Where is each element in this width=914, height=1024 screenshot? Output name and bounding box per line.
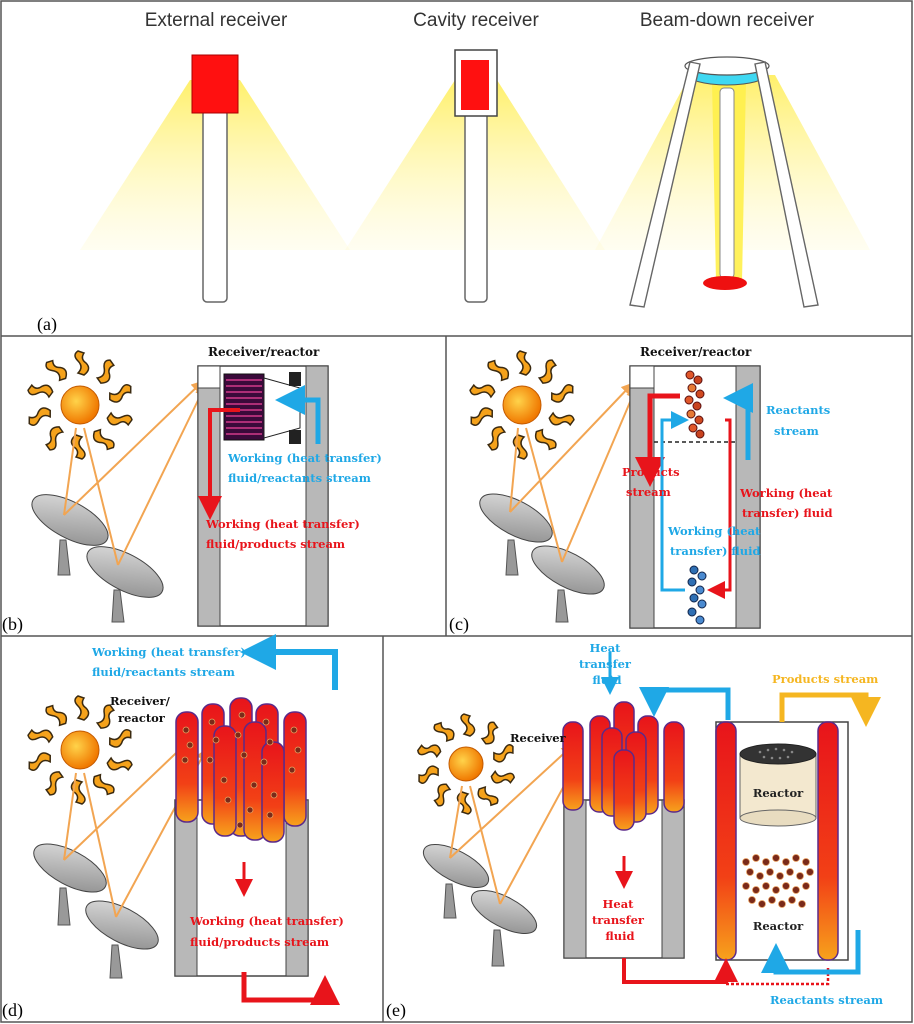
products-out-arrow bbox=[241, 972, 340, 1005]
products-arrow bbox=[635, 393, 680, 487]
external-receiver-illustration bbox=[80, 54, 350, 303]
cavity-receiver-illustration bbox=[345, 49, 605, 303]
reactor-bottom-label: Reactor bbox=[753, 919, 804, 933]
fluid-blue-arrow bbox=[660, 411, 689, 592]
sun-icon bbox=[469, 350, 575, 460]
heliostat-icon bbox=[31, 494, 109, 576]
title-beam-down-receiver: Beam-down receiver bbox=[640, 10, 815, 31]
reactants-arrow bbox=[723, 383, 753, 460]
heliostat-icon bbox=[33, 843, 107, 926]
heliostat-icon bbox=[86, 546, 164, 623]
title-cavity-receiver: Cavity receiver bbox=[413, 10, 539, 31]
sun-icon bbox=[417, 713, 515, 815]
sun-rays bbox=[509, 382, 638, 563]
panel-a-label: (a) bbox=[37, 314, 57, 335]
reactants-stream-label: Reactants stream bbox=[766, 403, 834, 438]
panel-e: Heat transfer fluid Receiver Products st… bbox=[386, 641, 883, 1021]
catalyst-particles bbox=[181, 711, 302, 829]
fluid-red-arrow bbox=[707, 418, 732, 599]
panel-d-receiver-label: Receiver/ reactor bbox=[110, 694, 174, 725]
heliostat-icon bbox=[470, 890, 538, 967]
panel-b-blue-text: Working (heat transfer) fluid/reactants … bbox=[227, 451, 386, 485]
panel-c-title: Receiver/reactor bbox=[640, 345, 752, 359]
heliostat-icon bbox=[479, 493, 553, 576]
htf-loop-arrow bbox=[639, 687, 731, 720]
htf-return-arrow bbox=[622, 958, 738, 984]
panel-c-label: (c) bbox=[449, 614, 469, 635]
beam-down-receiver-illustration bbox=[595, 56, 870, 308]
reactants-arrow bbox=[240, 634, 338, 690]
receiver-tubes bbox=[562, 701, 685, 831]
sun-rays bbox=[63, 380, 207, 566]
sun-icon bbox=[27, 695, 133, 805]
panel-a: External receiver Cavity receiver Beam-d… bbox=[37, 10, 870, 335]
panel-b-red-text: Working (heat transfer) fluid/products s… bbox=[205, 517, 364, 551]
receiver-label: Receiver bbox=[510, 731, 567, 745]
panel-c: Receiver/reactor bbox=[449, 345, 836, 635]
products-stream-arrow bbox=[779, 692, 881, 727]
panel-d: Working (heat transfer) fluid/reactants … bbox=[2, 634, 348, 1021]
blue-fluid-label: Working (heat transfer) fluid bbox=[667, 524, 764, 558]
reactor-top-label: Reactor bbox=[753, 786, 804, 800]
red-fluid-label: Working (heat transfer) fluid bbox=[739, 486, 836, 520]
sun-icon bbox=[27, 350, 133, 460]
panel-d-bottom-text: Working (heat transfer) fluid/products s… bbox=[189, 914, 348, 949]
heliostat-icon bbox=[422, 844, 490, 919]
panel-b: Receiver/reactor bbox=[2, 345, 386, 635]
panel-d-label: (d) bbox=[2, 1000, 23, 1021]
htf-top-label: Heat transfer fluid bbox=[579, 641, 635, 687]
htf-bottom-label: Heat transfer fluid bbox=[592, 897, 648, 943]
panel-e-label: (e) bbox=[386, 1000, 406, 1021]
receiver-reactor-tower bbox=[197, 365, 329, 627]
heliostat-icon bbox=[531, 545, 605, 623]
panel-d-top-text: Working (heat transfer) fluid/reactants … bbox=[91, 645, 250, 679]
reactants-stream-arrow bbox=[761, 930, 861, 975]
reactants-arrow bbox=[275, 385, 321, 444]
particles-top bbox=[684, 370, 705, 439]
reactor-vessel bbox=[715, 721, 849, 961]
sun-rays bbox=[63, 732, 207, 918]
products-stream-label: Products stream bbox=[622, 465, 684, 499]
reactants-stream-label: Reactants stream bbox=[770, 993, 883, 1007]
panel-b-title: Receiver/reactor bbox=[208, 345, 320, 359]
products-arrow bbox=[198, 408, 240, 520]
panel-b-label: (b) bbox=[2, 614, 23, 635]
particles-bottom bbox=[687, 565, 707, 625]
title-external-receiver: External receiver bbox=[145, 10, 288, 31]
products-stream-label: Products stream bbox=[772, 672, 878, 686]
heliostat-icon bbox=[85, 900, 159, 979]
